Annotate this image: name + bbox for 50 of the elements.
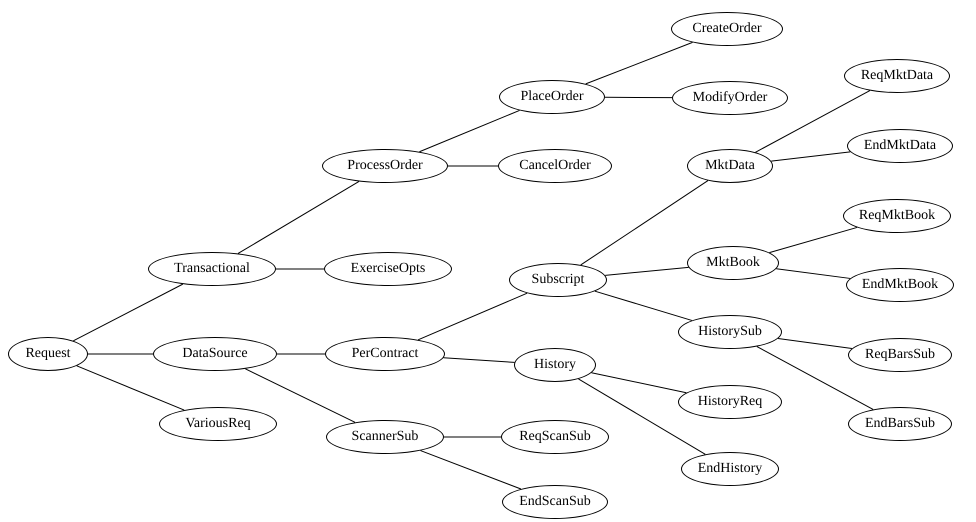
ellipse-node: History bbox=[514, 348, 596, 382]
connector-line bbox=[756, 346, 874, 410]
ellipse-node: ScannerSub bbox=[326, 420, 444, 454]
ellipse-node: EndHistory bbox=[681, 452, 779, 486]
ellipse-node: ReqMktBook bbox=[843, 199, 951, 233]
connector-line bbox=[768, 226, 858, 254]
connector-line bbox=[72, 284, 184, 342]
connector-line bbox=[591, 372, 687, 394]
ellipse-node: Subscript bbox=[509, 263, 607, 297]
ellipse-node: CancelOrder bbox=[498, 149, 612, 183]
ellipse-node: CreateOrder bbox=[671, 12, 783, 46]
connector-line bbox=[604, 96, 672, 98]
ellipse-node: VariousReq bbox=[159, 407, 277, 441]
ellipse-node: PlaceOrder bbox=[499, 80, 605, 114]
ellipse-node: EndBarsSub bbox=[848, 407, 952, 441]
ellipse-node: ProcessOrder bbox=[322, 149, 448, 183]
connector-line bbox=[443, 357, 515, 363]
ellipse-node: EndScanSub bbox=[502, 485, 608, 519]
ellipse-node: ReqBarsSub bbox=[848, 338, 952, 372]
connector-line bbox=[754, 90, 870, 153]
ellipse-node: HistorySub bbox=[678, 315, 782, 349]
ellipse-node: EndMktData bbox=[847, 129, 953, 163]
connector-line bbox=[578, 378, 706, 455]
ellipse-node: ModifyOrder bbox=[672, 81, 788, 115]
ellipse-node: HistoryReq bbox=[678, 385, 782, 419]
connector-line bbox=[585, 42, 694, 84]
connector-line bbox=[444, 436, 502, 438]
ellipse-node: PerContract bbox=[325, 337, 445, 371]
ellipse-node: Request bbox=[8, 337, 88, 371]
ellipse-node: MktData bbox=[687, 149, 773, 183]
connector-line bbox=[418, 110, 520, 152]
ellipse-node: ReqScanSub bbox=[501, 420, 609, 454]
connector-line bbox=[594, 290, 692, 321]
ellipse-node: EndMktBook bbox=[846, 268, 954, 302]
ellipse-node: DataSource bbox=[153, 337, 277, 371]
connector-line bbox=[76, 365, 185, 411]
connector-line bbox=[776, 268, 851, 279]
connector-line bbox=[770, 151, 851, 162]
connector-line bbox=[778, 338, 852, 349]
ellipse-node: Transactional bbox=[148, 252, 276, 286]
connector-line bbox=[238, 180, 360, 254]
connector-line bbox=[580, 180, 708, 266]
connector-line bbox=[276, 268, 324, 270]
connector-line bbox=[244, 368, 356, 423]
connector-line bbox=[420, 450, 522, 490]
connector-line bbox=[604, 266, 689, 276]
ellipse-node: ReqMktData bbox=[844, 59, 950, 93]
ellipse-node: ExerciseOpts bbox=[324, 252, 452, 286]
connector-line bbox=[418, 292, 528, 340]
ellipse-node: MktBook bbox=[687, 246, 779, 280]
